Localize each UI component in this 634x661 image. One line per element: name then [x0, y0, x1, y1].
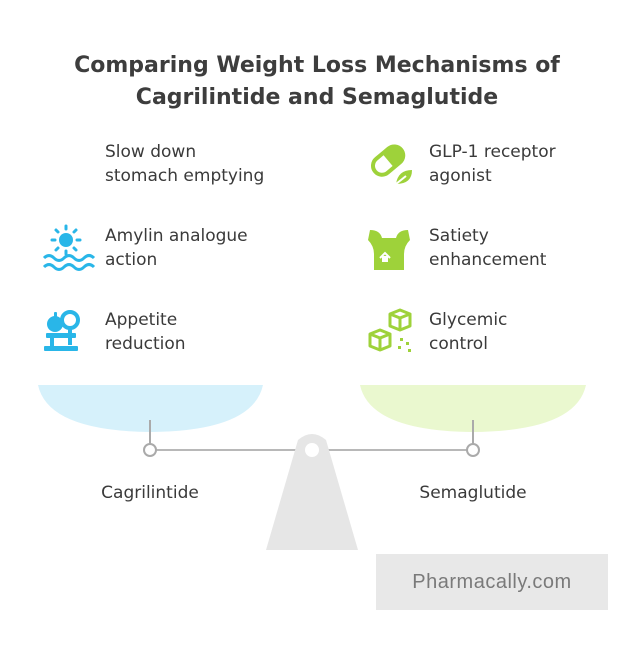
label-line-1: Slow down [105, 142, 197, 162]
scale-apple-icon [44, 310, 80, 351]
pill-leaf-icon [370, 144, 412, 185]
left-item-label: Appetite reduction [105, 308, 305, 356]
label-line-1: Glycemic [429, 310, 508, 330]
label-line-2: action [105, 250, 158, 270]
label-line-1: Appetite [105, 310, 178, 330]
label-line-2: control [429, 334, 488, 354]
right-pan [360, 385, 586, 432]
fulcrum-pivot [305, 443, 319, 457]
right-item-label: GLP-1 receptor agonist [429, 140, 629, 188]
fulcrum [266, 434, 358, 550]
left-beam-end [143, 443, 157, 457]
watermark: Pharmacally.com [376, 554, 608, 610]
diagram-title: Comparing Weight Loss Mechanisms of Cagr… [0, 50, 634, 114]
label-line-2: stomach emptying [105, 166, 265, 186]
label-line-2: agonist [429, 166, 492, 186]
stomach-icon [368, 230, 410, 270]
right-beam-end [466, 443, 480, 457]
sugar-cubes-icon [368, 308, 412, 352]
sun-waves-icon [42, 224, 96, 271]
left-pan [38, 385, 263, 432]
title-line-1: Comparing Weight Loss Mechanisms of [74, 53, 560, 78]
left-pan-label: Cagrilintide [101, 483, 199, 503]
label-line-1: Satiety [429, 226, 489, 246]
title-line-2: Cagrilintide and Semaglutide [135, 85, 499, 110]
label-line-2: reduction [105, 334, 186, 354]
right-item-label: Glycemic control [429, 308, 629, 356]
label-line-1: GLP-1 receptor [429, 142, 556, 162]
label-line-2: enhancement [429, 250, 547, 270]
label-line-1: Amylin analogue [105, 226, 248, 246]
left-item-label: Slow down stomach emptying [105, 140, 305, 188]
right-item-label: Satiety enhancement [429, 224, 629, 272]
right-pan-label: Semaglutide [419, 483, 527, 503]
left-item-label: Amylin analogue action [105, 224, 305, 272]
